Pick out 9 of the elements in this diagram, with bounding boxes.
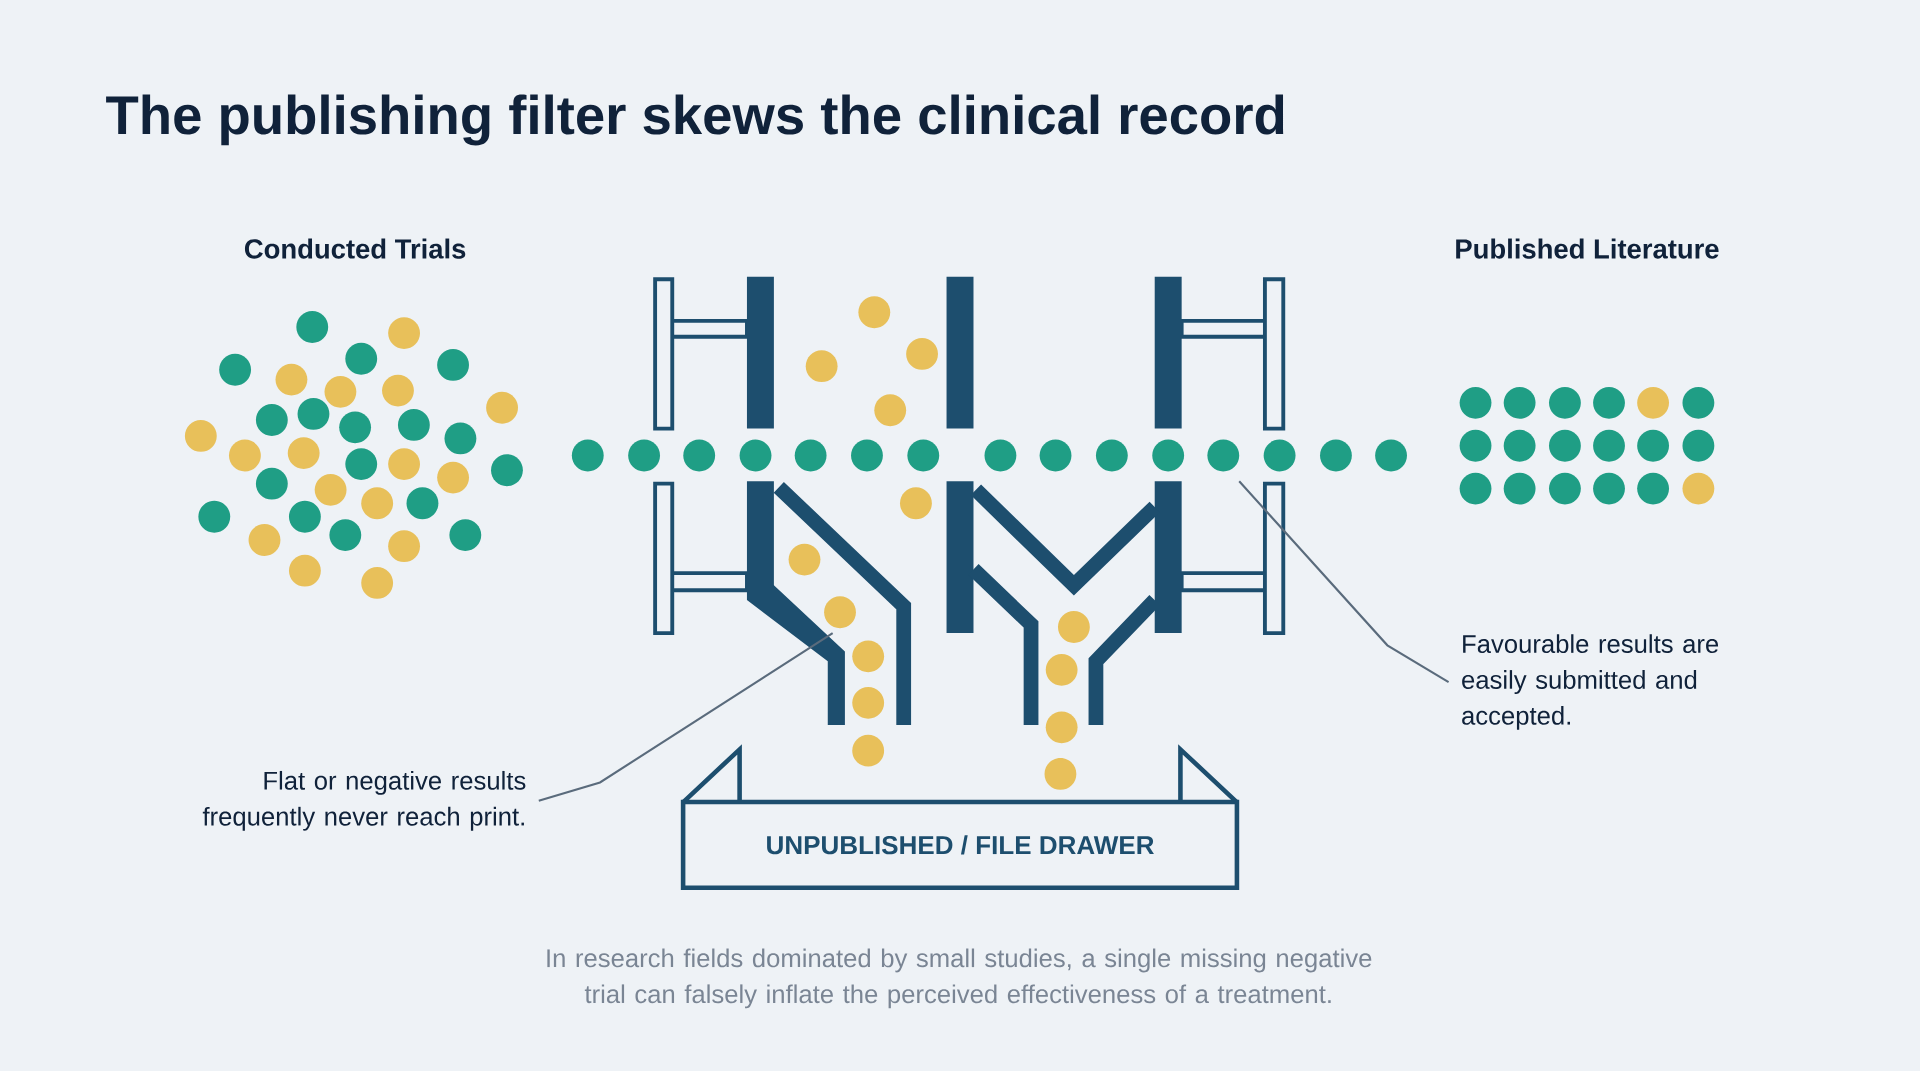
callout-text: Flat or negative results frequently never reach print. [202, 770, 526, 831]
leader-line [538, 631, 834, 802]
leader-line [1238, 480, 1450, 683]
column-heading: Published Literature [1456, 238, 1719, 259]
caption: In research fields dominated by small studies, a single missing negative trial can falsely inflate the perceived effectiveness of a treatment. [547, 948, 1372, 1009]
column-heading: Conducted Trials [244, 238, 466, 259]
callout-text: Favourable results are easily submitted and accepted. [1462, 634, 1719, 730]
file-drawer-box: UNPUBLISHED / FILE DRAWER [680, 743, 1240, 890]
title: The publishing filter skews the clinical record [106, 94, 1284, 146]
